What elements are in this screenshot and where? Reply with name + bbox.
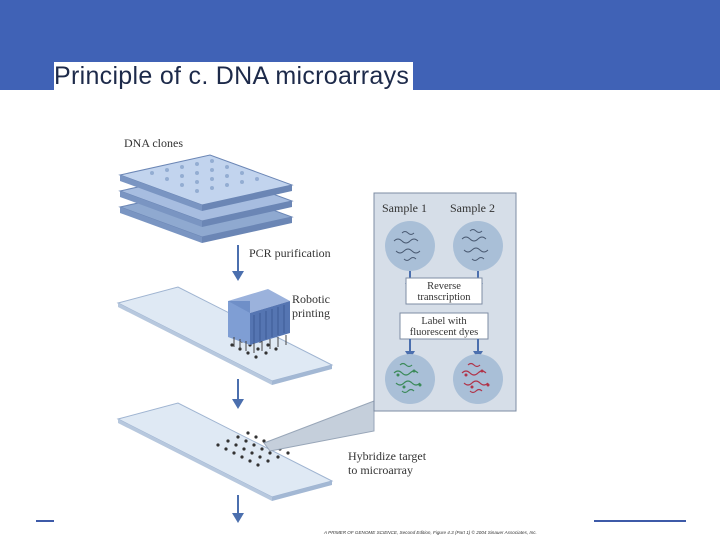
label-robotic: Robotic <box>292 292 330 306</box>
footer-rule-left <box>36 520 54 522</box>
label-transcription: transcription <box>417 292 471 303</box>
microarray-slide <box>116 402 334 501</box>
dna-clone-plates <box>118 154 294 243</box>
label-sample-2: Sample 2 <box>450 201 495 215</box>
arrow-pcr <box>232 245 244 281</box>
label-dna-clones: DNA clones <box>124 136 183 150</box>
label-to-microarray: to microarray <box>348 463 413 477</box>
label-fluorescent-dyes: fluorescent dyes <box>410 327 479 338</box>
label-hybridize: Hybridize target <box>348 449 427 463</box>
label-sample-1: Sample 1 <box>382 201 427 215</box>
label-label-with: Label with <box>421 316 467 327</box>
robotic-printer <box>228 289 290 353</box>
figure-credit: A PRIMER OF GENOME SCIENCE, Second Editi… <box>323 529 537 535</box>
label-pcr-purification: PCR purification <box>249 246 331 260</box>
arrow-to-array <box>232 379 244 409</box>
label-reverse: Reverse <box>427 281 461 292</box>
arrow-next-step <box>232 495 244 523</box>
label-printing: printing <box>292 306 330 320</box>
printing-slide <box>116 286 334 385</box>
slide-title: Principle of c. DNA microarrays <box>54 62 414 91</box>
microarray-figure: DNA clones PCR purification <box>42 125 592 540</box>
samples-panel <box>373 192 517 412</box>
footer-rule-right <box>594 520 686 522</box>
